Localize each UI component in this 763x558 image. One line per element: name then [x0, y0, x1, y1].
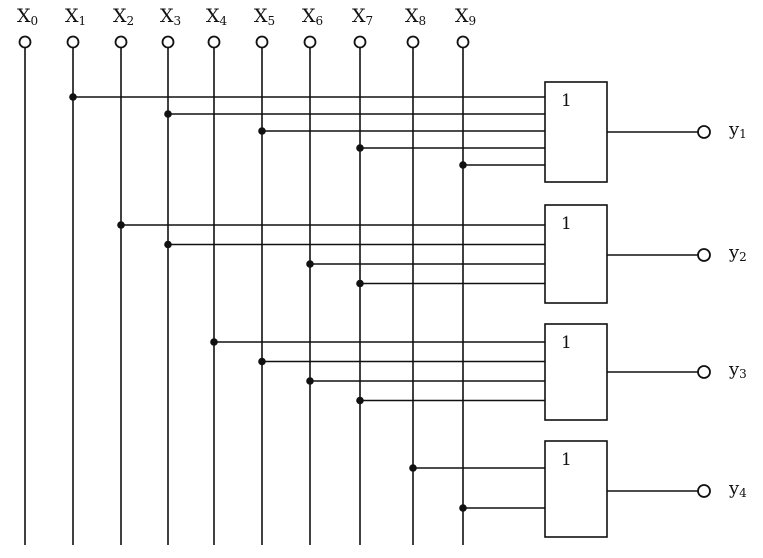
input-terminal-x7 — [353, 35, 367, 49]
input-label-x8: X8 — [405, 5, 426, 28]
input-label-x9: X9 — [455, 5, 476, 28]
input-terminal-x9 — [456, 35, 470, 49]
output-terminal-y1 — [697, 125, 711, 139]
gate-label-4: 1 — [561, 450, 572, 470]
input-terminal-x0 — [18, 35, 32, 49]
junction-dot-x6-gate-2 — [306, 260, 314, 268]
output-label-y1: y1 — [728, 119, 747, 141]
input-label-x2: X2 — [113, 5, 134, 28]
output-terminal-y2 — [697, 248, 711, 262]
input-terminal-x5 — [255, 35, 269, 49]
gate-input-wires — [69, 93, 545, 512]
output-label-y2: y2 — [728, 242, 747, 264]
input-terminal-x3 — [161, 35, 175, 49]
output-label-y3: y3 — [728, 359, 747, 381]
gate-label-2: 1 — [561, 214, 572, 234]
input-terminal-x6 — [303, 35, 317, 49]
input-lines — [18, 35, 470, 545]
junction-dot-x1-gate-1 — [69, 93, 77, 101]
junction-dot-x3-gate-1 — [164, 110, 172, 118]
junction-dot-x8-gate-4 — [409, 464, 417, 472]
junction-dot-x7-gate-2 — [356, 279, 364, 288]
input-label-x7: X7 — [352, 5, 373, 28]
junction-dot-x9-gate-4 — [459, 504, 467, 512]
gate-label-1: 1 — [561, 91, 572, 111]
junction-dot-x4-gate-3 — [210, 338, 218, 346]
junction-dot-x7-gate-3 — [356, 396, 364, 405]
input-label-x4: X4 — [206, 5, 228, 28]
input-label-x3: X3 — [160, 5, 181, 28]
junction-dot-x7-gate-1 — [356, 144, 364, 152]
junction-dot-x2-gate-2 — [117, 221, 125, 229]
input-terminal-x4 — [207, 35, 221, 49]
or-gate-2 — [544, 204, 608, 304]
or-gate-1 — [544, 81, 608, 183]
outputs: y1 y2 y3 y4 — [607, 119, 747, 500]
junction-dot-x6-gate-3 — [306, 377, 314, 385]
input-terminal-x1 — [66, 35, 80, 49]
junction-dot-x9-gate-1 — [459, 161, 467, 169]
junction-dot-x3-gate-2 — [164, 240, 172, 249]
input-labels: X0 X1 X2 X3 X4 X5 X6 X7 X8 X9 — [17, 5, 476, 28]
input-label-x5: X5 — [254, 5, 275, 28]
input-label-x1: X1 — [65, 5, 86, 28]
or-gate-4 — [544, 440, 608, 538]
input-label-x0: X0 — [17, 5, 38, 28]
gate-label-3: 1 — [561, 333, 572, 353]
output-label-y4: y4 — [728, 478, 747, 500]
output-terminal-y3 — [697, 365, 711, 379]
input-label-x6: X6 — [302, 5, 323, 28]
or-gate-3 — [544, 323, 608, 421]
input-terminal-x8 — [406, 35, 420, 49]
junction-dot-x5-gate-3 — [258, 357, 266, 366]
junction-dot-x5-gate-1 — [258, 127, 266, 135]
input-terminal-x2 — [114, 35, 128, 49]
output-terminal-y4 — [697, 484, 711, 498]
or-gates: 1 1 1 1 — [544, 81, 608, 538]
